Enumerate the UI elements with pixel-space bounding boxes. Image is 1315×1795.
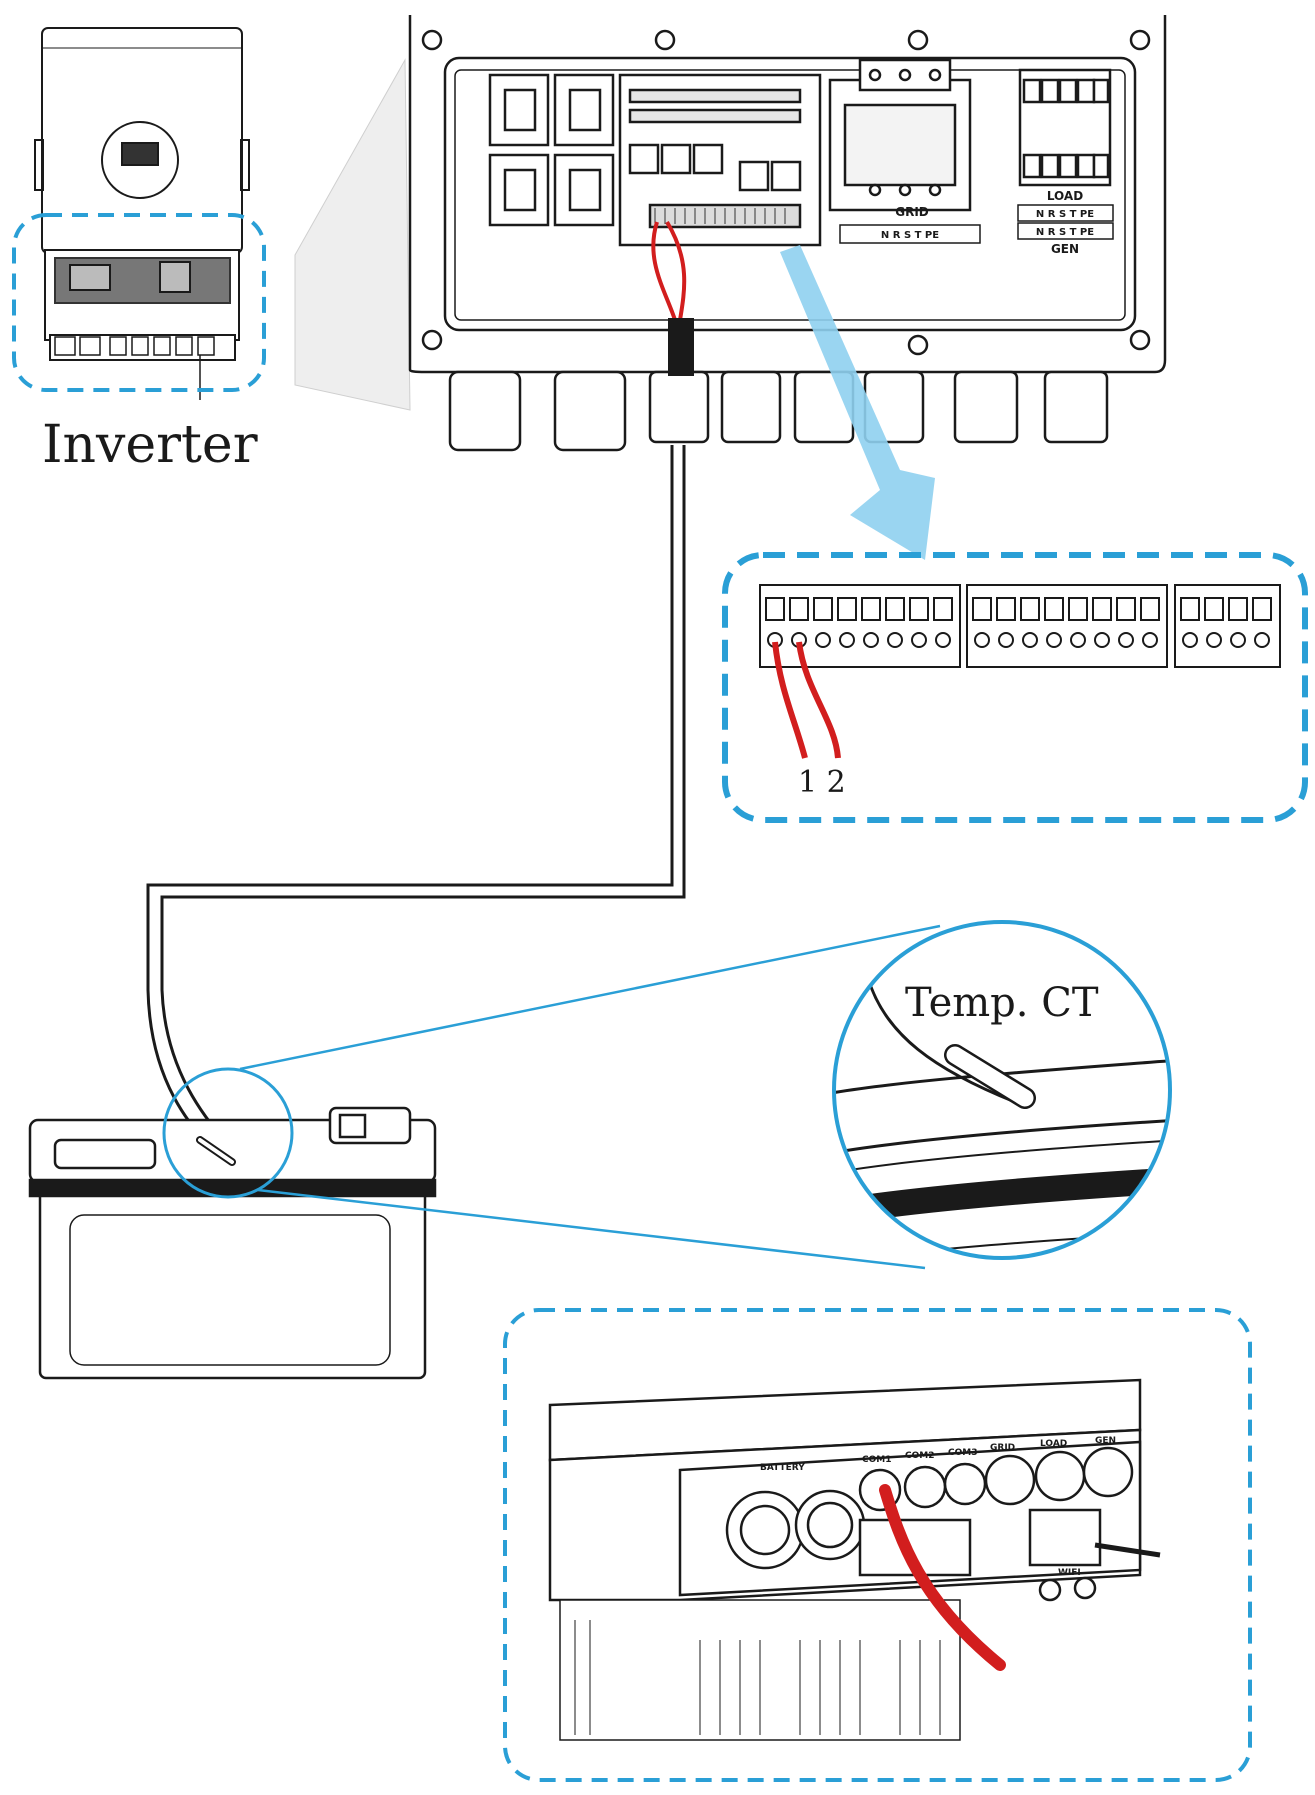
grid-label: GRID bbox=[895, 205, 929, 219]
terminal-block bbox=[759, 584, 1281, 668]
panel-red-wire-a bbox=[651, 221, 677, 321]
gen-phases-label: N R S T PE bbox=[1036, 227, 1094, 238]
terminal-numbers-label: 1 2 bbox=[798, 765, 846, 800]
magnifier-detail bbox=[834, 922, 1170, 1258]
bottom-view-box bbox=[503, 1308, 1252, 1782]
small-inverter bbox=[34, 27, 250, 400]
magnifier-line-bottom bbox=[257, 1188, 926, 1270]
gen-label: GEN bbox=[1051, 242, 1079, 256]
port-label-battery: BATTERY bbox=[760, 1463, 805, 1473]
port-label-com3: COM3 bbox=[948, 1448, 977, 1458]
port-label-gen: GEN bbox=[1095, 1436, 1116, 1446]
panel-red-wire-b bbox=[665, 220, 687, 321]
load-phases-label: N R S T PE bbox=[1036, 209, 1094, 220]
port-label-grid: GRID bbox=[990, 1443, 1015, 1453]
temp-sensor-cable bbox=[146, 445, 686, 1162]
terminal-zoom-box bbox=[722, 552, 1308, 823]
magnifier-line-top bbox=[239, 924, 941, 1071]
port-label-com2: COM2 bbox=[905, 1451, 934, 1461]
small-inverter-highlight bbox=[12, 213, 266, 392]
zoom-wedge bbox=[294, 58, 411, 411]
panel-cable-sleeve bbox=[668, 318, 694, 376]
temp-ct-label: Temp. CT bbox=[905, 980, 1099, 1026]
magnifier-source bbox=[162, 1067, 294, 1199]
port-label-wifi: WIFI bbox=[1058, 1568, 1081, 1578]
terminal-wire-2 bbox=[796, 641, 841, 759]
terminal-wire-1 bbox=[772, 641, 808, 759]
inverter-label: Inverter bbox=[42, 415, 258, 475]
port-label-com1: COM1 bbox=[862, 1455, 891, 1465]
zoom-arrow bbox=[780, 245, 935, 560]
magnifier-lens bbox=[832, 920, 1172, 1260]
bottom-view-red-cable bbox=[879, 1484, 1006, 1671]
load-label: LOAD bbox=[1047, 189, 1083, 203]
grid-phases-label: N R S T PE bbox=[881, 230, 939, 241]
bottom-port-labels: BATTERY COM1 COM2 COM3 GRID LOAD GEN WIF… bbox=[760, 1436, 1116, 1578]
inverter-bottom-view bbox=[548, 1378, 1161, 1741]
battery bbox=[28, 1106, 437, 1380]
port-label-load: LOAD bbox=[1040, 1439, 1067, 1449]
